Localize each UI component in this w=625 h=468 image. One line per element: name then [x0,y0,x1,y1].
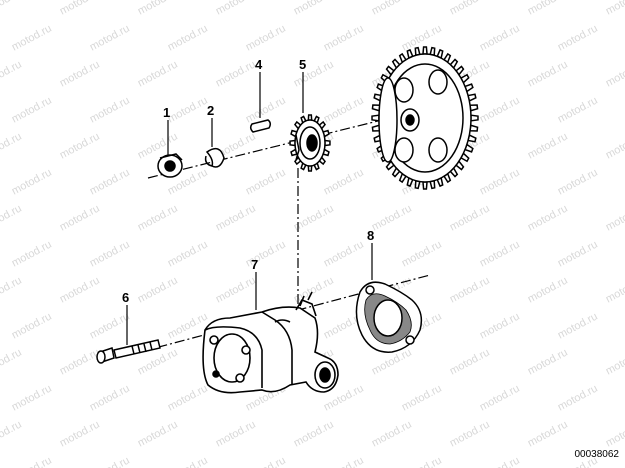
part-5-small-gear [289,114,331,172]
part-4-pin [249,119,272,133]
callout-5: 5 [299,57,307,72]
part-7-pump-housing [202,291,339,394]
callout-6: 6 [122,290,130,305]
gear-tooth [470,114,479,122]
reference-code: 00038062 [574,449,620,460]
part-8-gasket [355,281,423,353]
callout-2: 2 [207,103,215,118]
part-1-nut [157,153,183,178]
gear-tooth [422,46,428,55]
axis-line-upper [147,117,391,179]
part-6-bolt [96,339,161,364]
gear-tooth [422,181,428,190]
part-2-washer [204,147,225,168]
callout-8: 8 [367,228,375,243]
callout-4: 4 [255,57,263,72]
callout-7: 7 [251,257,259,272]
gear-tooth [371,114,380,122]
callout-1: 1 [163,105,171,120]
large-gear [371,46,479,190]
